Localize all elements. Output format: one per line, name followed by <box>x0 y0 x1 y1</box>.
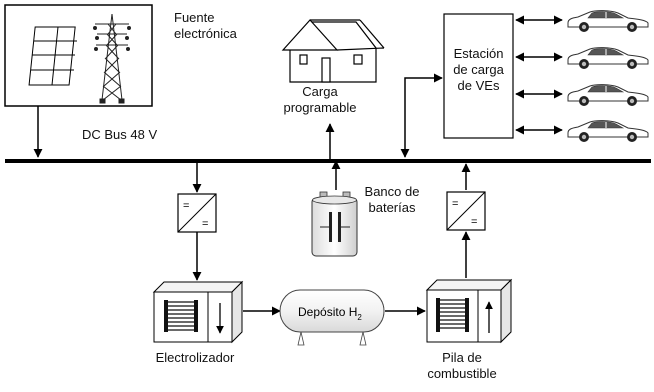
bus-label: DC Bus 48 V <box>82 127 158 142</box>
battery-label-line1: Banco de <box>364 184 420 199</box>
dc-bus <box>5 159 651 163</box>
source-panel <box>4 4 153 107</box>
fuel-cell-label-line1: Pila de <box>442 350 482 365</box>
ev-station-label-line1: Estación <box>453 46 504 61</box>
ev-car-icon <box>567 120 649 142</box>
transmission-tower-icon <box>93 13 131 104</box>
converter-right-symbol-b: = <box>471 216 477 228</box>
fuel-cell-icon <box>425 278 513 344</box>
battery-label: Banco de baterías <box>356 184 428 216</box>
load-label: Carga programable <box>270 84 370 116</box>
converter-right: = = <box>446 163 486 278</box>
source-label-line1: Fuente <box>174 10 215 25</box>
ev-station-label-line3: de VEs <box>457 78 500 93</box>
tank-label: Depósito H2 <box>298 305 362 322</box>
fuel-cell-label: Pila de combustible <box>412 350 512 382</box>
hydrogen-tank-icon <box>279 289 385 346</box>
ev-station-label-line2: de carga <box>453 62 504 77</box>
solar-panel-icon <box>28 26 77 86</box>
source-label: Fuente electrónica <box>174 10 237 42</box>
electrolyzer-label: Electrolizador <box>155 350 235 365</box>
converter-left-symbol-a: = <box>183 200 189 212</box>
ev-car-icon <box>567 10 649 32</box>
house-icon <box>281 19 385 83</box>
tank-label-sub: 2 <box>357 313 362 322</box>
fuel-cell-label-line2: combustible <box>427 366 497 381</box>
ev-station-label: Estación de carga de VEs <box>444 46 513 94</box>
ev-car-icon <box>567 84 649 106</box>
converter-right-symbol-a: = <box>452 198 458 210</box>
ev-cars-group <box>515 10 649 142</box>
electrolyzer-icon <box>152 280 244 344</box>
source-label-line2: electrónica <box>174 26 237 41</box>
battery-bank-icon <box>311 160 358 257</box>
load-label-line2: programable <box>283 100 357 115</box>
ev-station-bus-link <box>400 73 443 158</box>
ev-car-icon <box>567 47 649 69</box>
converter-left-symbol-b: = <box>202 218 208 230</box>
ev-station-box <box>443 13 514 139</box>
tank-label-main: Depósito H <box>298 305 357 319</box>
battery-label-line2: baterías <box>368 200 416 215</box>
converter-left: = = <box>177 161 217 281</box>
load-label-line1: Carga <box>302 84 338 99</box>
